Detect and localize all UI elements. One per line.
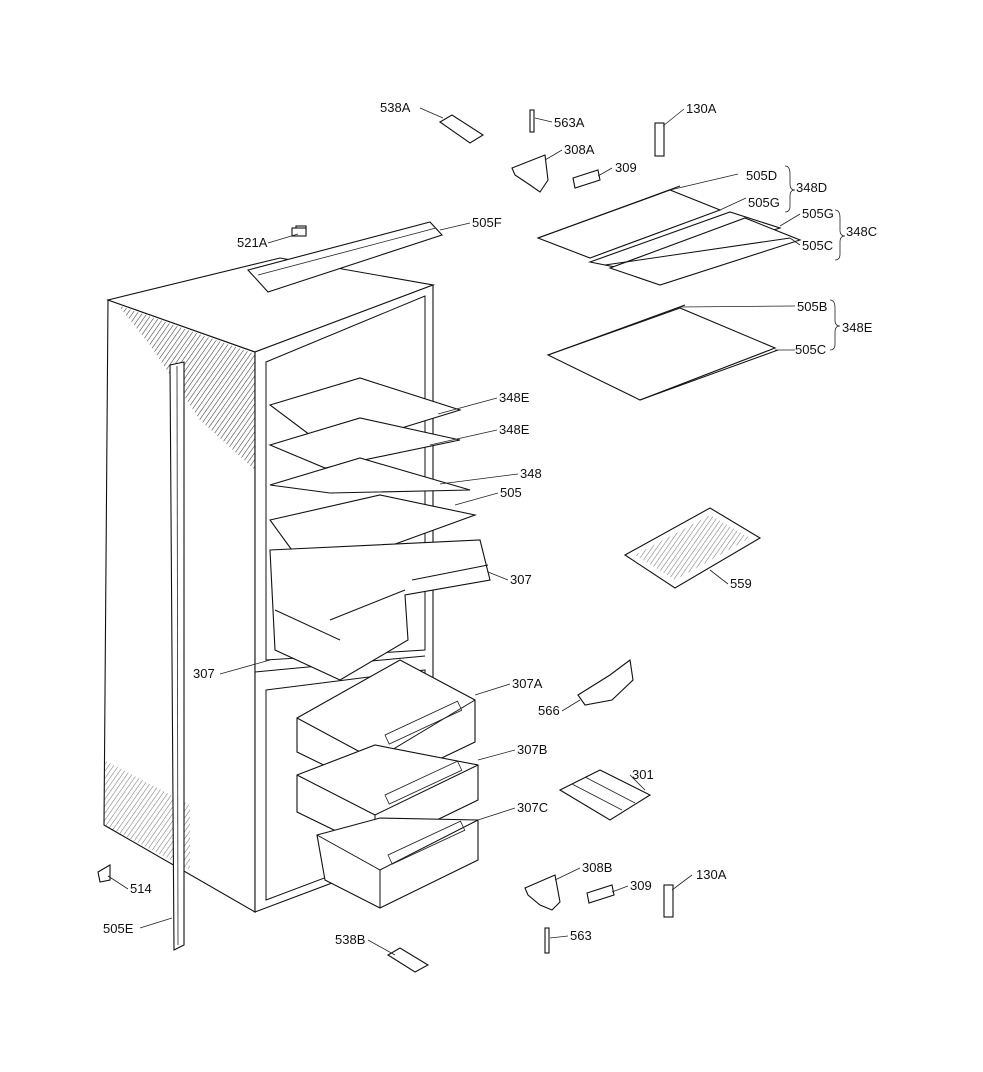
ice-tray-559 — [623, 507, 762, 589]
shelf-set-348E — [546, 304, 779, 401]
label-309-top: 309 — [615, 160, 637, 175]
hinge-538B — [386, 947, 430, 973]
label-348E-right: 348E — [842, 320, 873, 335]
label-505D: 505D — [746, 168, 777, 183]
clip-521A — [291, 227, 307, 237]
hinge-538A — [438, 114, 485, 144]
label-309-bottom: 309 — [630, 878, 652, 893]
label-521A: 521A — [237, 235, 268, 250]
label-348D: 348D — [796, 180, 827, 195]
label-538B: 538B — [335, 932, 365, 947]
door-gasket — [169, 361, 185, 951]
grouping-brackets — [784, 165, 846, 351]
drawer-307C — [316, 817, 479, 909]
leader-lines — [107, 107, 801, 956]
label-308A: 308A — [564, 142, 595, 157]
label-505B: 505B — [797, 299, 827, 314]
label-348C: 348C — [846, 224, 877, 239]
hinge-308A — [511, 154, 549, 193]
foot-514 — [97, 864, 111, 883]
label-505E: 505E — [103, 921, 134, 936]
label-307-right: 307 — [510, 572, 532, 587]
label-505C-2: 505C — [795, 342, 826, 357]
label-505F: 505F — [472, 215, 502, 230]
label-307-left: 307 — [193, 666, 215, 681]
label-307A: 307A — [512, 676, 543, 691]
label-307C: 307C — [517, 800, 548, 815]
ice-cube-tray-301 — [558, 769, 652, 821]
cover-309-bottom — [586, 884, 615, 904]
label-130A-top: 130A — [686, 101, 717, 116]
label-538A: 538A — [380, 100, 411, 115]
label-348: 348 — [520, 466, 542, 481]
label-505G-1: 505G — [748, 195, 780, 210]
bracket-130A-bottom — [663, 884, 674, 918]
label-307B: 307B — [517, 742, 547, 757]
label-308B: 308B — [582, 860, 612, 875]
pin-563 — [544, 927, 550, 954]
label-514: 514 — [130, 881, 152, 896]
label-505: 505 — [500, 485, 522, 500]
label-559: 559 — [730, 576, 752, 591]
label-130A-bottom: 130A — [696, 867, 727, 882]
label-563: 563 — [570, 928, 592, 943]
freezer-drawers — [296, 659, 479, 909]
hinge-308B — [524, 874, 561, 911]
label-505C-1: 505C — [802, 238, 833, 253]
label-566: 566 — [538, 703, 560, 718]
bracket-130A-top — [654, 122, 665, 157]
pin-563A — [529, 109, 535, 133]
label-348E-1: 348E — [499, 390, 530, 405]
ice-scraper-566 — [577, 659, 634, 706]
label-505G-2: 505G — [802, 206, 834, 221]
label-301: 301 — [632, 767, 654, 782]
crisper-drawers-upper — [269, 539, 491, 681]
label-563A: 563A — [554, 115, 585, 130]
label-348E-2: 348E — [499, 422, 530, 437]
cover-309-top — [572, 169, 601, 189]
part-labels: 538A 563A 130A 308A 309 505D 348D 505G 5… — [103, 100, 877, 947]
shelf-set-348D-348C — [536, 185, 802, 286]
